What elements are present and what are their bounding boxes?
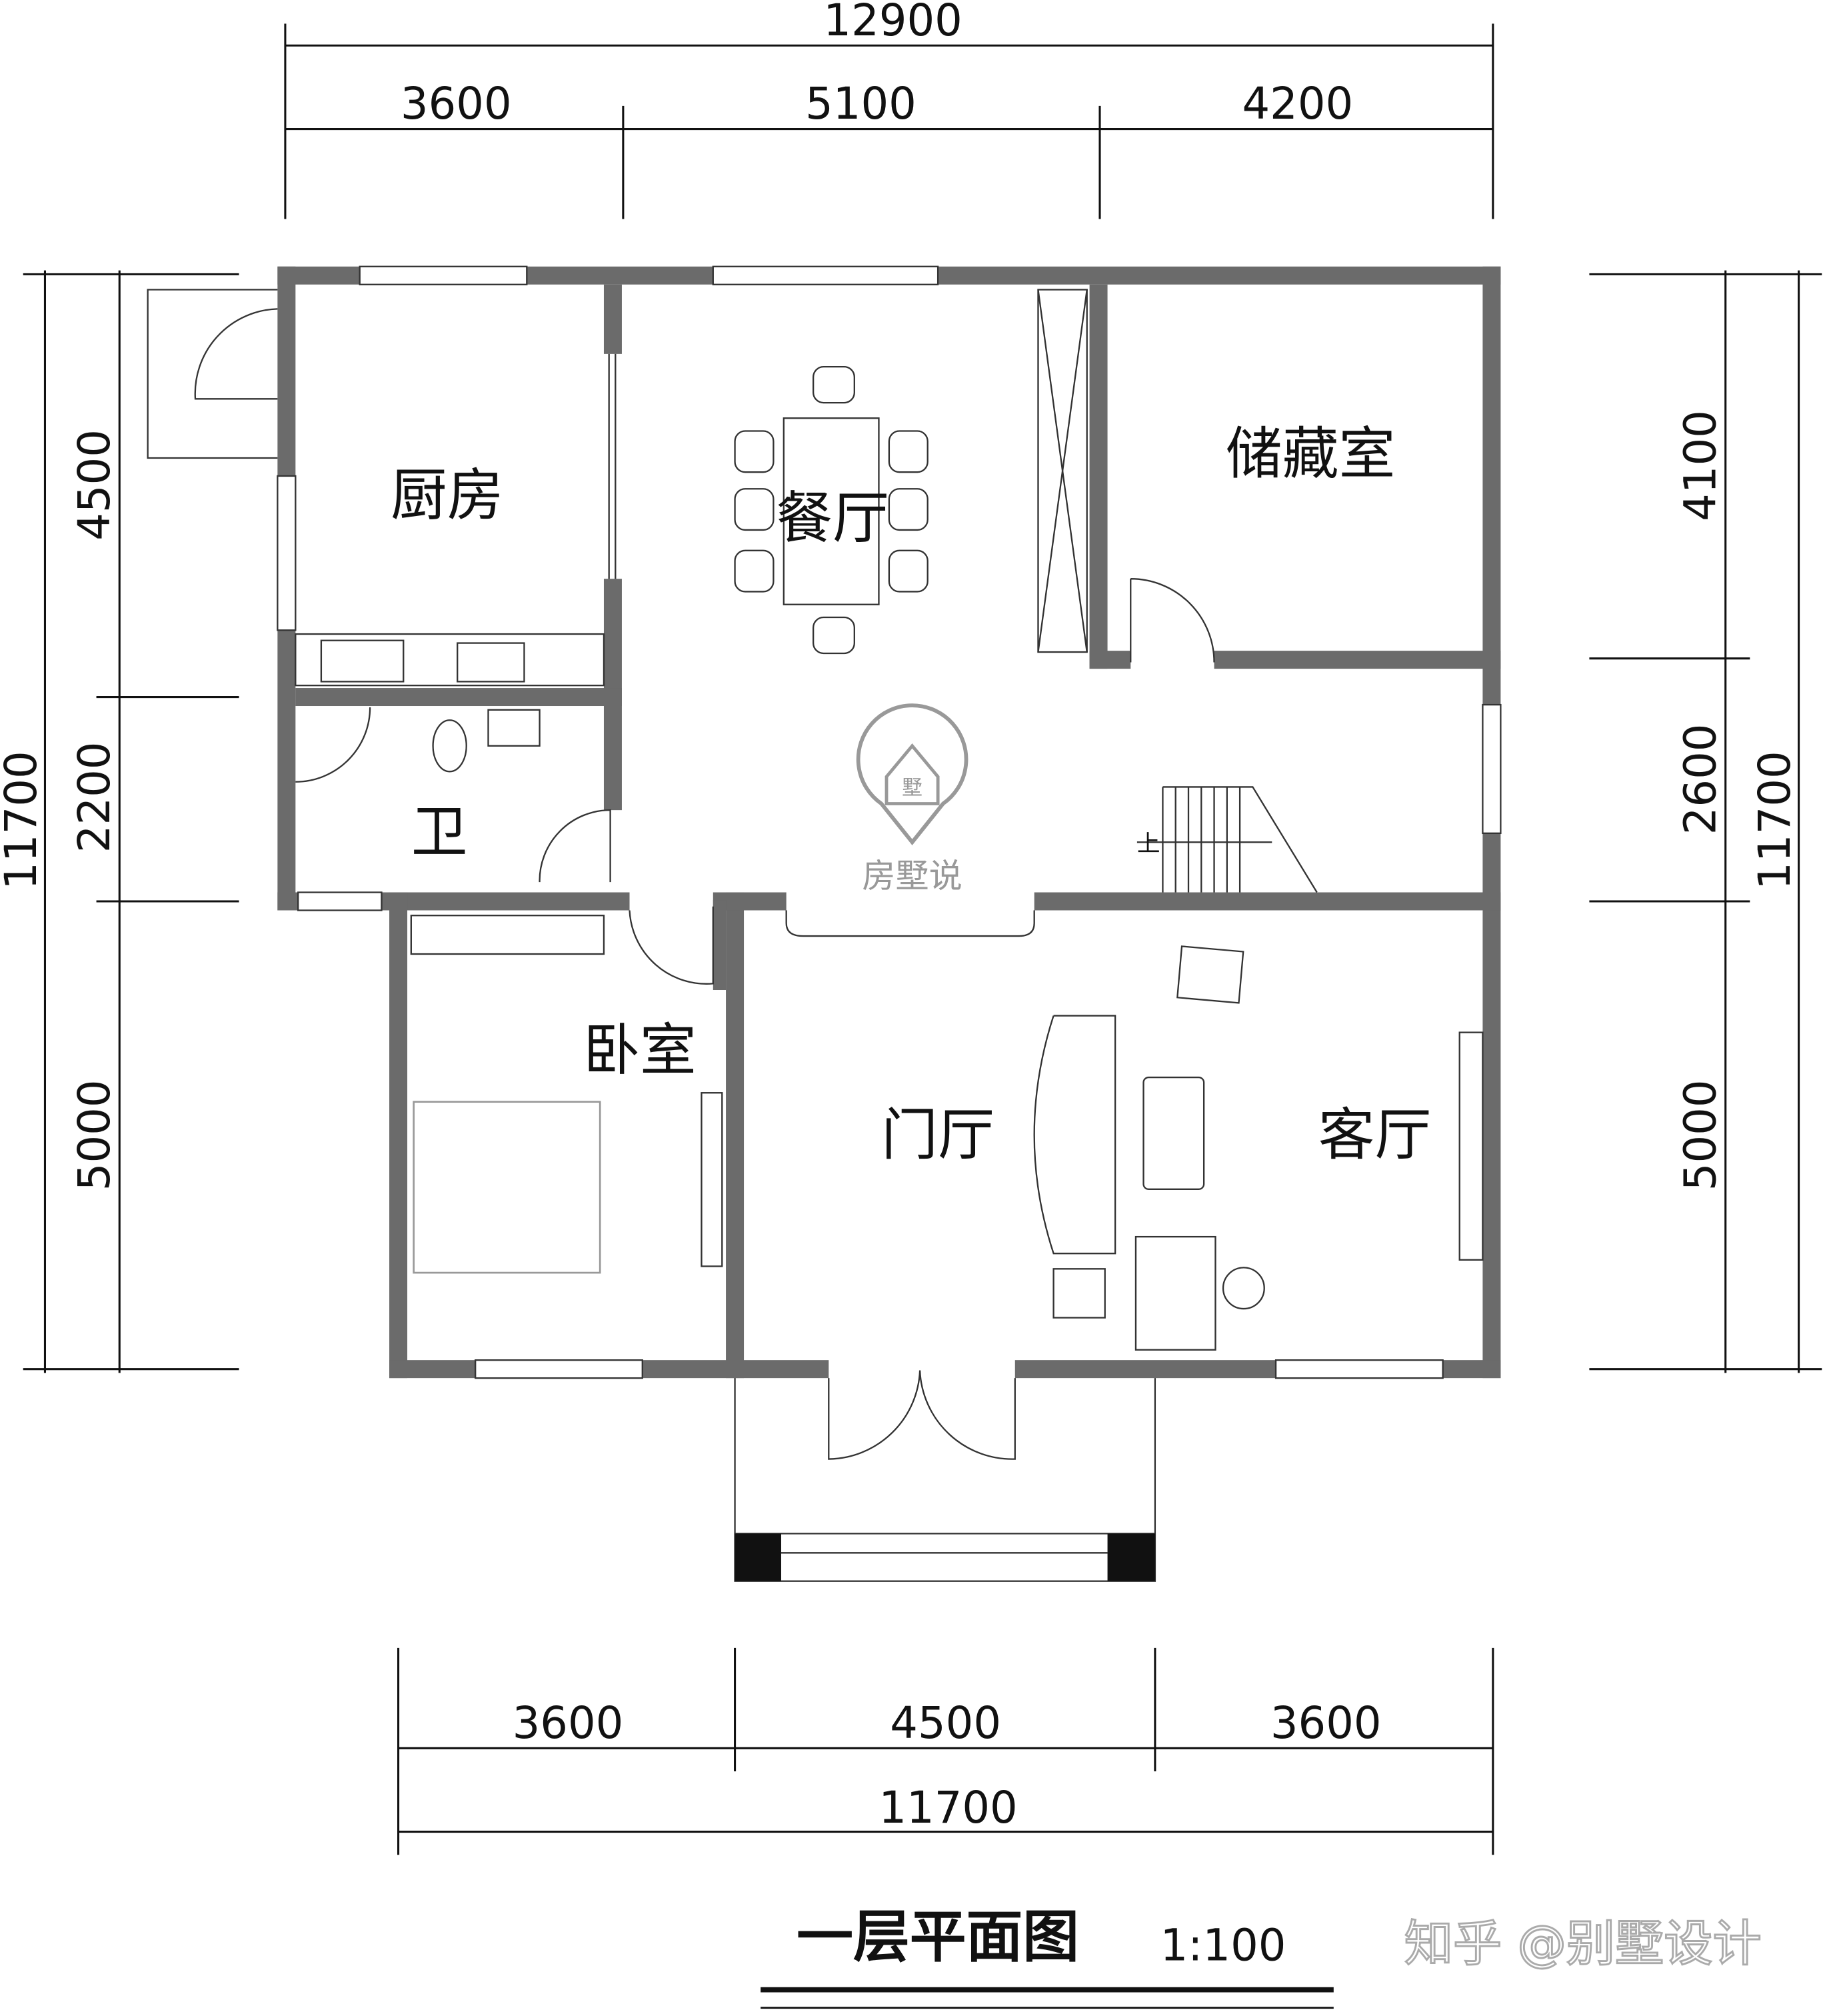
cabinet-icon xyxy=(1037,289,1088,653)
bed-icon xyxy=(413,1101,601,1274)
dim-left-2: 2200 xyxy=(69,742,120,853)
dim-bottom-2: 4500 xyxy=(890,1698,1001,1749)
dim-bottom-3: 3600 xyxy=(1270,1698,1382,1749)
dining-table-icon xyxy=(734,365,928,655)
wall xyxy=(389,892,408,1379)
basin-icon xyxy=(487,709,541,747)
dim-right-total: 11700 xyxy=(1750,751,1800,889)
dim-top-3: 4200 xyxy=(1242,79,1353,129)
windows xyxy=(277,265,1502,1379)
tv-icon xyxy=(701,1092,723,1267)
dim-right-1: 4100 xyxy=(1675,410,1726,521)
dim-left-total: 11700 xyxy=(0,751,47,889)
dim-bottom-1: 3600 xyxy=(513,1698,624,1749)
room-bedroom: 卧室 xyxy=(583,1018,697,1084)
dim-top-2: 5100 xyxy=(805,79,916,129)
room-kitchen: 厨房 xyxy=(391,463,504,529)
plan-title: 一层平面图 xyxy=(797,1905,1079,1971)
toilet-icon xyxy=(432,719,467,773)
room-foyer: 门厅 xyxy=(881,1103,994,1169)
wardrobe-icon xyxy=(410,915,605,955)
stairs-icon xyxy=(1136,786,1318,893)
room-storage: 储藏室 xyxy=(1226,421,1395,487)
wall xyxy=(295,688,622,707)
plan-scale: 1:100 xyxy=(1160,1920,1286,1971)
dim-top-total: 12900 xyxy=(823,0,962,46)
room-bathroom: 卫 xyxy=(411,799,468,865)
room-dining: 餐厅 xyxy=(776,486,889,552)
porch xyxy=(734,1378,1156,1582)
wall xyxy=(1214,651,1501,669)
wall xyxy=(603,284,622,354)
room-living: 客厅 xyxy=(1318,1103,1432,1169)
watermark: 知乎 @别墅设计 xyxy=(1404,1915,1762,1972)
wall xyxy=(713,900,727,991)
door-icon xyxy=(539,809,611,883)
door-icon xyxy=(1130,578,1215,663)
dim-right-2: 2600 xyxy=(1675,724,1726,835)
entrance-door-icon xyxy=(828,1370,1016,1460)
dim-left-1: 4500 xyxy=(69,429,120,541)
wall xyxy=(1089,651,1131,669)
dim-left-3: 5000 xyxy=(69,1079,120,1191)
logo-text: 房墅说 xyxy=(862,856,962,895)
logo-mark: 墅 xyxy=(902,776,922,800)
wall xyxy=(1034,892,1501,911)
stairs-up-label: 上 xyxy=(1137,831,1160,857)
dim-bottom-total: 11700 xyxy=(879,1783,1017,1833)
dim-top-1: 3600 xyxy=(401,79,512,129)
sink-icon xyxy=(320,639,405,683)
logo: 墅 房墅说 xyxy=(856,703,968,895)
wall xyxy=(726,892,745,1379)
tv-icon xyxy=(1458,1031,1484,1261)
wall xyxy=(1089,284,1108,669)
stove-icon xyxy=(457,642,525,683)
door-icon xyxy=(629,906,714,985)
shower-icon xyxy=(295,707,371,783)
sofa-icon xyxy=(1033,945,1265,1351)
dim-right-3: 5000 xyxy=(1675,1079,1726,1191)
dimension-lines xyxy=(23,23,1822,1855)
